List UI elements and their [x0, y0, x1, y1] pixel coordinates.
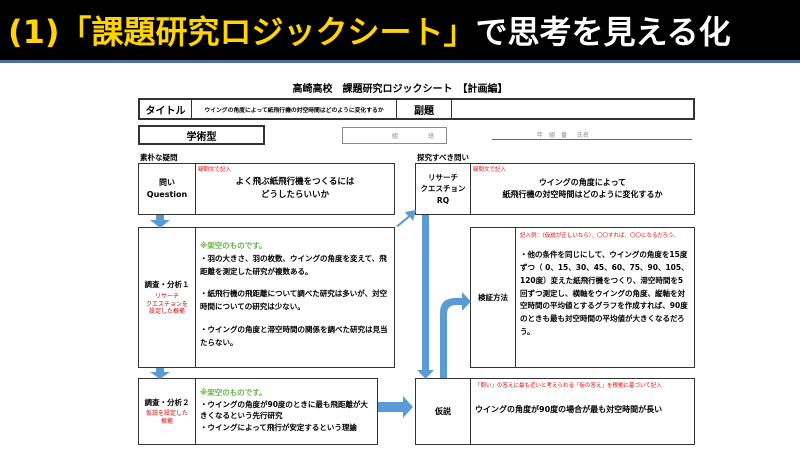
- research2-p2[interactable]: ・ウイングによって飛行が安定するという理論: [200, 422, 357, 432]
- han-label: 班: [427, 133, 434, 140]
- header-title-white: で思考を見える化: [475, 13, 731, 51]
- method-label: 検証方法: [471, 228, 516, 367]
- question-line1[interactable]: よく飛ぶ紙飛行機をつくるには: [235, 177, 355, 188]
- title-row: タイトル ウイングの角度によって紙飛行機の対空時間はどのように変化するか 副題: [138, 98, 695, 120]
- research2-label: 調査・分析２: [144, 398, 190, 408]
- title-value[interactable]: ウイングの角度によって紙飛行機の対空時間はどのように変化するか: [192, 100, 397, 118]
- subtitle-label: 副題: [397, 100, 452, 118]
- hypothesis-text[interactable]: ウイングの角度が90度の場合が最も対空時間が長い: [475, 405, 663, 415]
- slide-header: (1)「課題研究ロジックシート」で思考を見える化: [0, 0, 800, 60]
- rq-line2[interactable]: 紙飛行機の対空時間はどのように変化するか: [502, 190, 663, 199]
- research1-p3[interactable]: ・ウイングの角度と滞空時間の関係を調べた研究は見当たらない。: [200, 324, 388, 347]
- rq-line1[interactable]: ウイングの角度によって: [538, 178, 627, 187]
- kumi-label: 組: [391, 133, 398, 140]
- hypothesis-label: 仮説: [416, 379, 471, 444]
- question-label-en: Question: [146, 190, 188, 199]
- hypothesis-box: 仮説 「問い」の答えに最も近いと考えられる「仮の答え」を根拠に基づいて記入 ウイ…: [415, 378, 695, 445]
- method-text[interactable]: ・他の条件を同じにして、ウイングの角度を15度ずつ（ 0、15、30、45、60…: [520, 250, 689, 336]
- question-note: 疑問文で記入: [198, 167, 232, 173]
- section-inquiry: 探究すべき問い: [417, 153, 469, 162]
- arrow-rq-down: [417, 215, 434, 379]
- method-note: 記入例：（仮説が正しいなら）、〇〇すれば、〇〇になるだろう。: [520, 233, 679, 239]
- rq-note: 疑問文で記入: [473, 167, 507, 173]
- arrow-curve-right: [440, 292, 471, 378]
- name-line[interactable]: 年 組 番 氏名: [492, 130, 692, 140]
- method-box: 検証方法 記入例：（仮説が正しいなら）、〇〇すれば、〇〇になるだろう。 ・他の条…: [470, 227, 695, 368]
- header-title-yellow: (1)「課題研究ロジックシート」: [8, 13, 476, 51]
- rq-label2: クエスチョン: [420, 184, 466, 194]
- question-box: 問い Question 疑問文で記入 よく飛ぶ紙飛行機をつくるには どうしたらいい…: [138, 163, 395, 215]
- arrow-up-right: [396, 210, 416, 227]
- rq-label3: RQ: [436, 195, 450, 205]
- class-box[interactable]: 組班: [342, 127, 447, 144]
- type-box: 学術型: [138, 125, 265, 145]
- research2-sub2: 根拠: [160, 418, 173, 425]
- hypothesis-note: 「問い」の答えに最も近いと考えられる「仮の答え」を根拠に基づいて記入: [475, 383, 662, 389]
- research2-box: 調査・分析２ 仮説を設定した根拠 ※架空のものです。 ・ウイングの角度が90度のと…: [138, 378, 378, 445]
- research1-p1[interactable]: ・羽の大きさ、羽の枚数、ウイングの角度を変えて、飛距離を測定した研究が複数ある。: [200, 253, 387, 276]
- research1-fiction: ※架空のものです。: [200, 241, 267, 250]
- research2-sub1: 仮説を設定した: [145, 410, 188, 418]
- research2-fiction: ※架空のものです。: [200, 388, 267, 397]
- research1-box: 調査・分析１ リサーチクエスチョンを設定した根拠 ※架空のものです。 ・羽の大きさ…: [138, 227, 395, 368]
- arrow-right: [378, 396, 413, 418]
- header-divider: [0, 60, 800, 63]
- research1-sub3: 設定した根拠: [148, 308, 185, 316]
- subtitle-value[interactable]: [452, 100, 693, 118]
- rq-label1: リサーチ: [428, 173, 458, 183]
- section-naive: 素朴な疑問: [140, 153, 178, 162]
- title-label: タイトル: [140, 100, 192, 118]
- research1-p2[interactable]: ・紙飛行機の飛距離について調べた研究は多いが、対空時間についての研究は少ない。: [200, 289, 388, 311]
- research1-label: 調査・分析１: [144, 279, 190, 289]
- doc-title: 高崎高校 課題研究ロジックシート 【計画編】: [292, 84, 508, 95]
- question-line2[interactable]: どうしたらいいか: [260, 190, 329, 200]
- research1-sub2: クエスチョンを: [145, 300, 188, 308]
- research2-p1[interactable]: ・ウイングの角度が90度のときに最も飛距離が大きくなるという先行研究: [200, 399, 368, 421]
- question-label: 問い: [159, 178, 175, 187]
- research1-sub1: リサーチ: [154, 292, 179, 300]
